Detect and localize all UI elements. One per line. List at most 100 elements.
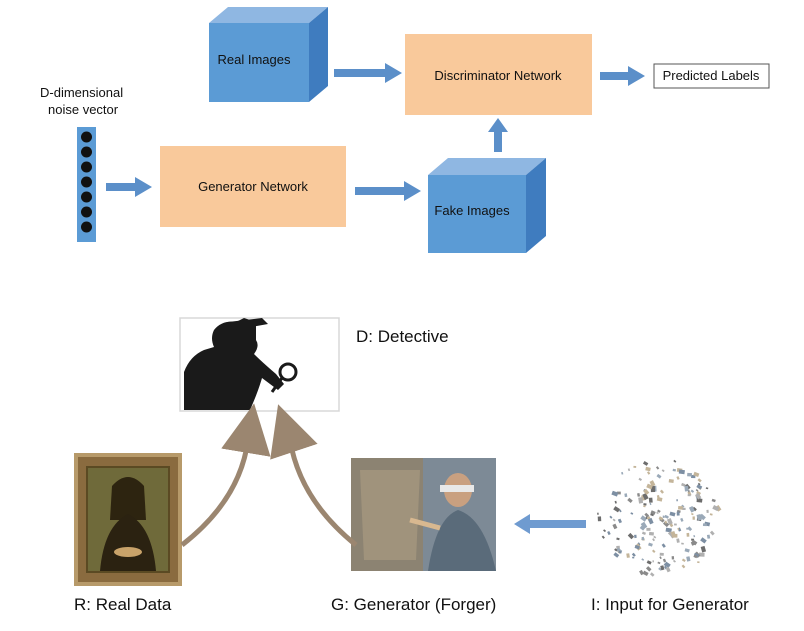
noise-particle [661,543,666,548]
noise-particle [662,558,667,563]
noise-particle [674,523,677,526]
noise-particle [616,537,620,541]
fake-images-cube: Fake Images [428,158,546,253]
noise-particle [609,515,613,519]
noise-dot [81,176,92,188]
noise-particle [633,465,637,468]
noise-particle [680,517,684,522]
noise-particle [601,535,605,539]
noise-dot [81,221,92,233]
noise-dot [81,206,92,218]
generator-forger-label: G: Generator (Forger) [331,595,496,614]
arrow-real-to-detective [180,403,271,547]
noise-particle [673,459,677,463]
noise-particle [658,516,664,521]
noise-particle [666,518,673,525]
noise-particle [678,469,685,475]
noise-particle [612,518,616,522]
noise-particle [693,552,700,558]
noise-particle [632,556,635,559]
noise-particle [690,489,695,493]
input-generator-label: I: Input for Generator [591,595,749,614]
noise-particle [658,567,662,571]
noise-particle [656,496,663,502]
noise-particle [696,498,703,503]
real-data-label: R: Real Data [74,595,172,614]
noise-particle [643,503,647,506]
noise-particle [659,556,662,560]
noise-particle [614,500,617,504]
noise-particle [691,512,694,516]
noise-particle [676,511,680,516]
noise-particle [652,549,656,553]
noise-particle [672,533,678,538]
noise-particle [686,556,691,562]
noise-particle [697,561,700,564]
noise-dot [81,191,92,203]
noise-particle [693,535,696,538]
real-images-label: Real Images [218,52,291,67]
noise-particle [672,468,677,472]
noise-particle [641,536,645,541]
noise-particle [614,548,618,552]
noise-particle [686,532,690,537]
real-images-cube: Real Images [209,7,328,102]
noise-particle [624,493,628,498]
noise-particle [671,556,675,560]
detective-label: D: Detective [356,327,449,346]
noise-particle [630,512,634,515]
noise-particle [691,474,696,479]
noise-particle [648,497,653,503]
noise-particle [711,498,716,503]
noise-particle [603,529,607,533]
noise-particle [646,471,651,475]
noise-particle [617,518,622,524]
detective-hat-brim [228,318,268,330]
noise-particle [699,513,706,521]
noise-particle [652,560,654,563]
noise-particle [676,499,678,502]
noise-particle [642,460,649,466]
noise-particle [640,521,648,529]
generator-network-label: Generator Network [198,179,308,194]
arrow-fake-to-discriminator [488,118,508,152]
noise-particle [644,512,650,518]
noise-particle [650,510,656,515]
noise-particle [618,509,622,513]
noise-particle [642,493,649,501]
noise-particle [705,487,709,490]
arrow-forger-to-detective [270,404,358,547]
arrow-input-to-generator [514,514,586,534]
noise-particle [646,560,652,565]
forger-image [351,458,496,571]
noise-particle [691,539,698,546]
noise-dot [81,131,92,143]
noise-particle [627,532,635,540]
noise-particle [657,561,661,565]
detective-image [179,317,340,412]
noise-particle [665,527,672,533]
predicted-labels-label: Predicted Labels [663,68,760,83]
arrow-noise-to-generator [106,177,152,197]
noise-particle [661,469,665,473]
arrow-real-to-discriminator [334,63,402,83]
noise-particle [646,483,653,490]
noise-particle [692,516,695,520]
noise-particle [684,485,689,492]
noise-particle [638,497,644,504]
noise-particle [688,505,695,513]
noise-particle [702,523,707,527]
noise-particle [634,544,640,550]
noise-particle [641,558,645,561]
noise-particle [612,523,618,530]
noise-particle [696,514,702,521]
forger-glasses [440,485,474,492]
noise-particle [649,572,655,577]
noise-particle [709,513,713,516]
noise-particle [639,525,645,531]
noise-particle [684,548,690,553]
noise-particle [618,550,622,554]
noise-label-line2: noise vector [48,102,119,117]
noise-particle [634,534,637,539]
